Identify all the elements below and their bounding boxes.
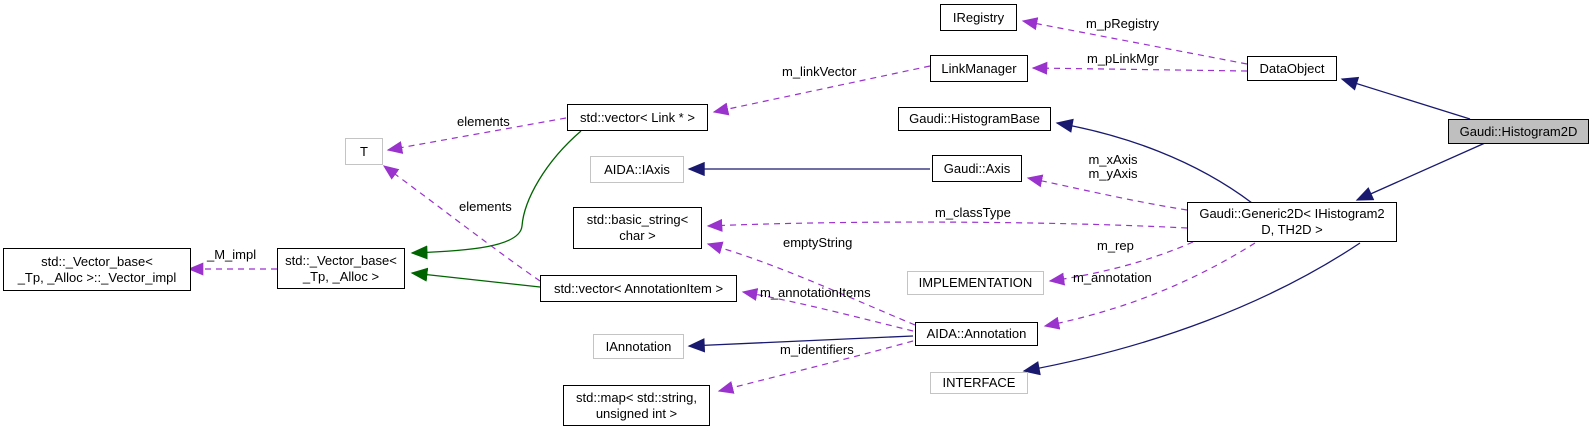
edge-label-emptystring: emptyString [783,235,853,250]
node-t: T [345,138,383,165]
node-label: AIDA::Annotation [926,326,1027,342]
node-label: INTERFACE [942,375,1016,391]
node-std-vector-link-ptr[interactable]: std::vector< Link * > [567,104,708,131]
edge-label-m-impl: _M_impl [207,247,257,262]
edge-m-classtype [706,218,1188,232]
node-label: IAnnotation [605,338,672,354]
node-label: unsigned int > [595,405,678,421]
edge-label-m-plinkmgr: m_pLinkMgr [1087,51,1159,66]
node-label: Gaudi::HistogramBase [909,111,1040,127]
node-gaudi-axis[interactable]: Gaudi::Axis [932,155,1022,182]
node-iregistry[interactable]: IRegistry [940,4,1017,31]
node-label: std::basic_string< [586,212,689,228]
edge-label-m-axes: m_xAxis m_yAxis [1073,153,1153,181]
edge-m-pregistry [1021,17,1248,65]
node-label: std::_Vector_base< [41,253,153,269]
node-label: Gaudi::Histogram2D [1459,123,1578,139]
node-gaudi-histogrambase[interactable]: Gaudi::HistogramBase [898,107,1051,131]
node-label: T [360,143,368,159]
edge-label-m-annotation: m_annotation [1073,270,1152,285]
edge-inherit-generic2d [1355,142,1486,201]
node-gaudi-generic2d[interactable]: Gaudi::Generic2D< IHistogram2 D, TH2D > [1187,202,1397,242]
edge-m-plinkmgr [1031,61,1248,75]
edge-inherit-iannotation [687,335,914,353]
node-std-vector-base[interactable]: std::_Vector_base< _Tp, _Alloc > [277,248,405,289]
node-label: DataObject [1259,60,1325,76]
edge-label-m-identifiers: m_identifiers [780,342,854,357]
node-label: IMPLEMENTATION [918,275,1033,291]
node-label: LinkManager [941,60,1017,76]
edge-inherit-interface [1022,242,1361,376]
edge-label-m-annotationitems: m_annotationItems [760,285,871,300]
node-label: Gaudi::Generic2D< IHistogram2 [1199,206,1385,222]
node-label: Gaudi::Axis [943,160,1011,176]
edge-label-m-linkvector: m_linkVector [782,64,857,79]
edge-elements-annotationitem [382,165,541,282]
node-label: std::map< std::string, [575,389,698,405]
edge-label-elements-bottom: elements [459,199,512,214]
edge-inherit-vectorbase-from-annotationitem [410,267,541,288]
edge-inherit-dataobject [1340,76,1471,120]
edge-m-linkvector [712,65,931,116]
node-std-vector-base-vector-impl[interactable]: std::_Vector_base< _Tp, _Alloc >::_Vecto… [3,248,191,291]
edge-m-annotation [1043,242,1256,330]
edge-label-m-yaxis: m_yAxis [1088,166,1138,181]
node-std-map[interactable]: std::map< std::string, unsigned int > [563,385,710,426]
edge-m-axes [1026,174,1188,211]
node-aida-iaxis: AIDA::IAxis [590,156,684,183]
node-implementation: IMPLEMENTATION [907,271,1044,295]
node-linkmanager[interactable]: LinkManager [930,55,1028,82]
edge-emptystring [706,241,916,326]
node-label: _Tp, _Alloc > [302,268,380,284]
edge-label-m-xaxis: m_xAxis [1088,152,1138,167]
node-label: std::vector< Link * > [580,109,695,125]
node-label: std::_Vector_base< [285,252,397,268]
edge-label-elements-top: elements [457,114,510,129]
node-gaudi-histogram2d: Gaudi::Histogram2D [1448,119,1589,144]
edge-label-m-rep: m_rep [1097,238,1134,253]
node-interface: INTERFACE [930,372,1028,394]
node-label: AIDA::IAxis [604,161,670,177]
node-std-vector-annotationitem[interactable]: std::vector< AnnotationItem > [540,275,737,302]
node-label: char > [619,228,656,243]
edge-inherit-vectorbase-from-linkvector [410,130,582,260]
node-std-basic-string[interactable]: std::basic_string< char > [573,207,702,249]
edge-m-identifiers [717,340,914,394]
edge-label-m-pregistry: m_pRegistry [1086,16,1159,31]
edge-m-rep [1048,241,1194,286]
node-label: _Tp, _Alloc >::_Vector_impl [17,269,177,285]
node-aida-annotation[interactable]: AIDA::Annotation [915,322,1038,346]
node-iannotation: IAnnotation [593,334,684,359]
edge-label-m-classtype: m_classType [935,205,1011,220]
node-dataobject[interactable]: DataObject [1247,56,1337,81]
edge-inherit-histogrambase [1055,118,1253,204]
node-label: std::vector< AnnotationItem > [553,280,724,296]
edge-elements-linkvector [386,117,567,154]
node-label: D, TH2D > [1261,222,1323,237]
node-label: IRegistry [952,9,1005,25]
